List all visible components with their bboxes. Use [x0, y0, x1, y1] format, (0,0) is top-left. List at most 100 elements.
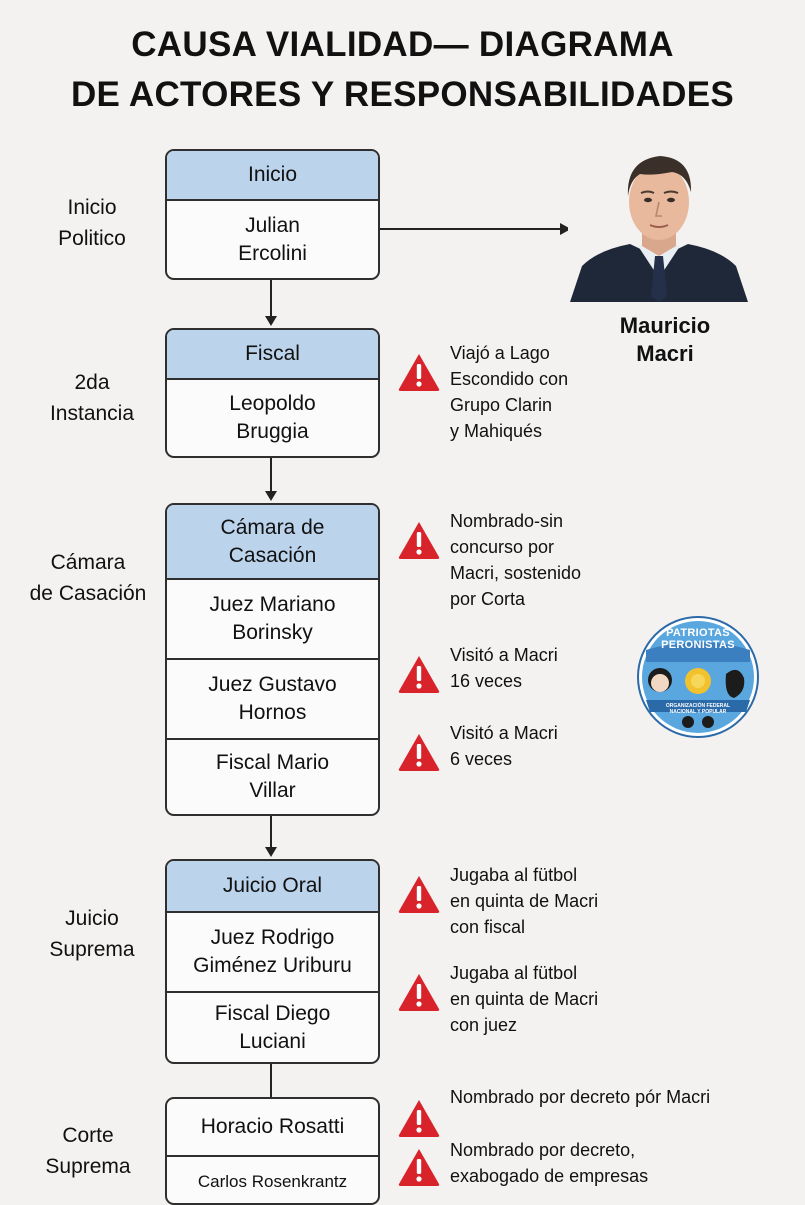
stage-label-2da-instancia: 2da Instancia [12, 367, 172, 429]
diagram-title-line-1: CAUSA VIALIDAD— DIAGRAMA [131, 25, 674, 64]
connector-line [270, 816, 272, 849]
stage-label-line: Corte [62, 1124, 114, 1147]
warning-icon [398, 734, 440, 771]
note-line: Nombrado por decreto pór Macri [450, 1087, 711, 1107]
badge-org-line: ORGANIZACIÓN FEDERAL [665, 703, 731, 709]
warning-icon [398, 876, 440, 913]
note-line: por Corta [450, 589, 526, 609]
note-text: Nombrado por decreto pór Macri [450, 1084, 710, 1110]
actor-julian-ercolini: Julian Ercolini [167, 199, 378, 278]
note-text: Jugaba al fütbol en quinta de Macri con … [450, 960, 598, 1038]
note-line: Jugaba al fütbol [450, 963, 578, 983]
header-line: Cámara de [220, 515, 325, 539]
arrow-right-icon [560, 223, 571, 235]
arrow-down-icon [265, 847, 277, 857]
note-bruggia: Viajó a Lago Escondido con Grupo Clarin … [397, 340, 568, 444]
connector-line [270, 1064, 272, 1099]
arrow-down-icon [265, 491, 277, 501]
warning-icon [398, 1100, 440, 1137]
note-text: Nombrado-sin concurso por Macri, sosteni… [450, 508, 581, 612]
note-line: Nombrado-sin [450, 511, 564, 531]
stage-label-camara-casacion: Cámara de Casación [8, 547, 168, 609]
stage-label-line: Suprema [45, 1155, 131, 1178]
note-line: con juez [450, 1015, 518, 1035]
note-luciani: Jugaba al fütbol en quinta de Macri con … [397, 960, 598, 1038]
actor-name-line: Juez Mariano [209, 593, 336, 616]
note-line: Visitó a Macri [450, 723, 558, 743]
note-rosatti: Nombrado por decreto pór Macri [397, 1084, 710, 1138]
actor-mariano-borinsky: Juez Mariano Borinsky [167, 578, 378, 658]
macri-name: Mauricio Macri [560, 312, 770, 368]
note-text: Viajó a Lago Escondido con Grupo Clarin … [450, 340, 568, 444]
note-text: Jugaba al fütbol en quinta de Macri con … [450, 862, 598, 940]
badge-org-line: NACIONAL Y POPULAR [669, 709, 727, 715]
box-header-camara: Cámara de Casación [167, 505, 378, 578]
portrait-icon [568, 146, 750, 302]
note-text: Visitó a Macri 6 veces [450, 720, 558, 772]
note-line: Escondido con [450, 369, 569, 389]
box-corte-suprema: Horacio Rosatti Carlos Rosenkrantz [165, 1097, 380, 1205]
badge-title: PATRIOTAS PERONISTAS [643, 627, 753, 651]
actor-gustavo-hornos: Juez Gustavo Hornos [167, 658, 378, 738]
stage-label-line: Politico [58, 227, 126, 250]
note-line: 6 veces [450, 749, 513, 769]
actor-name-line: Villar [249, 779, 296, 802]
note-line: en quinta de Macri [450, 989, 599, 1009]
stage-label-line: Suprema [49, 938, 135, 961]
actor-leopoldo-bruggia: Leopoldo Bruggia [167, 378, 378, 456]
actor-name-line: Bruggia [236, 420, 309, 443]
name-line: Mauricio [619, 313, 711, 338]
actor-name-line: Leopoldo [229, 392, 316, 415]
note-line: con fiscal [450, 917, 526, 937]
stage-label-line: 2da [74, 371, 110, 394]
note-text: Nombrado por decreto, exabogado de empre… [450, 1137, 648, 1189]
patriotas-peronistas-logo-icon [637, 616, 759, 738]
header-line: Casación [228, 543, 317, 567]
actor-name-line: Borinsky [232, 621, 313, 644]
stage-label-line: Cámara [50, 551, 126, 574]
actor-name-line: Fiscal Mario [215, 751, 330, 774]
actor-mario-villar: Fiscal Mario Villar [167, 738, 378, 814]
note-line: Nombrado por decreto, [450, 1140, 636, 1160]
actor-diego-luciani: Fiscal Diego Luciani [167, 991, 378, 1062]
connector-to-macri [380, 228, 560, 230]
warning-icon [398, 656, 440, 693]
stage-label-line: Instancia [49, 402, 135, 425]
stage-label-corte-suprema: Corte Suprema [8, 1120, 168, 1182]
actor-rodrigo-gimenez-uriburu: Juez Rodrigo Giménez Uriburu [167, 911, 378, 991]
note-line: Visitó a Macri [450, 645, 558, 665]
diagram-title-line-2: DE ACTORES Y RESPONSABILIDADES [70, 75, 735, 114]
actor-carlos-rosenkrantz: Carlos Rosenkrantz [167, 1155, 378, 1203]
warning-icon [398, 974, 440, 1011]
actor-name-line: Julian [245, 213, 300, 237]
box-header-inicio: Inicio [167, 151, 378, 199]
box-fiscal: Fiscal Leopoldo Bruggia [165, 328, 380, 458]
warning-icon [398, 522, 440, 559]
actor-name-line: Ercolini [238, 241, 307, 265]
note-gimenez-uriburu: Jugaba al fütbol en quinta de Macri con … [397, 862, 598, 940]
actor-name-line: Giménez Uriburu [193, 954, 352, 977]
arrow-down-icon [265, 316, 277, 326]
box-inicio: Inicio Julian Ercolini [165, 149, 380, 280]
actor-name-line: Juez Rodrigo [210, 926, 335, 949]
badge-title-line: PATRIOTAS [666, 627, 730, 639]
box-header-juicio-oral: Juicio Oral [167, 861, 378, 911]
warning-icon [398, 1149, 440, 1186]
note-line: Viajó a Lago [450, 343, 550, 363]
actor-name-line: Juez Gustavo [208, 673, 337, 696]
note-villar: Visitó a Macri 6 veces [397, 720, 558, 772]
actor-name-line: Luciani [239, 1029, 306, 1053]
box-juicio-oral: Juicio Oral Juez Rodrigo Giménez Uriburu… [165, 859, 380, 1064]
actor-name-line: Hornos [238, 701, 307, 724]
stage-label-line: Juicio [65, 907, 119, 930]
stage-label-line: de Casación [29, 582, 147, 605]
note-line: 16 veces [450, 671, 523, 691]
box-camara-casacion: Cámara de Casación Juez Mariano Borinsky… [165, 503, 380, 816]
warning-icon [398, 354, 440, 391]
note-hornos: Visitó a Macri 16 veces [397, 642, 558, 694]
badge-org-text: ORGANIZACIÓN FEDERAL NACIONAL Y POPULAR [654, 703, 742, 715]
note-line: concurso por [450, 537, 555, 557]
stage-label-juicio-suprema: Juicio Suprema [12, 903, 172, 965]
note-camara: Nombrado-sin concurso por Macri, sosteni… [397, 508, 581, 612]
note-line: en quinta de Macri [450, 891, 599, 911]
